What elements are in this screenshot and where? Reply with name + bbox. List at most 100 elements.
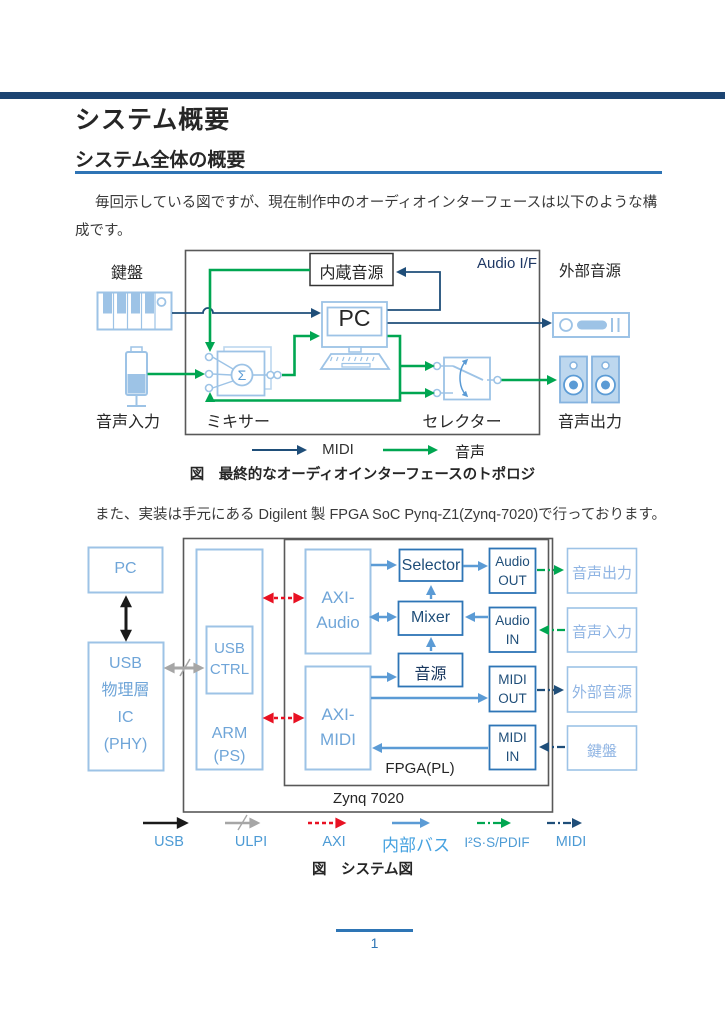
usb-phy-label: USB 物理層 IC (PHY) [88, 650, 163, 758]
audio-in-box [488, 606, 537, 653]
legend-axi-label: AXI [322, 834, 346, 850]
ext-audio-out-box [566, 547, 638, 594]
keyboard-label: 鍵盤 [110, 265, 143, 282]
sound-source-label: 音源 [414, 666, 447, 683]
audio-out-box [488, 547, 537, 594]
mixer-label: ミキサー [205, 414, 270, 431]
arm-line2: (PS) [213, 748, 246, 765]
ulpi-arrow [163, 658, 205, 677]
usb-ctrl-line1: USB [214, 640, 245, 657]
zynq-label: Zynq 7020 [333, 790, 404, 807]
midi-out-line2: OUT [498, 691, 527, 706]
usb-ctrl-box [205, 625, 254, 695]
legend-ulpi-label: ULPI [234, 834, 268, 850]
audio-in-line1: Audio [495, 613, 530, 628]
legend-midi-label: MIDI [322, 441, 354, 458]
section-heading: システム全体の概要 [75, 150, 246, 171]
axi-arrows [262, 592, 305, 724]
midi-in-line2: IN [505, 749, 520, 764]
legend-midi2-label: MIDI [555, 834, 587, 850]
mixer2-box [397, 600, 464, 636]
usb-phy-line1: USB [109, 655, 142, 672]
midi-out-line1: MIDI [498, 672, 527, 687]
ext-source-label: 外部音源 [571, 684, 632, 701]
usb-phy-line3: IC [117, 709, 134, 726]
selector-label: セレクター [422, 414, 502, 431]
paragraph1-line2: 成です。 [75, 223, 132, 239]
usb-phy-line4: (PHY) [103, 736, 148, 753]
diagram2-caption: 図 システム図 [311, 862, 414, 878]
speakers-icon [559, 355, 620, 404]
diagram1-caption: 図 最終的なオーディオインターフェースのトポロジ [189, 467, 536, 483]
midi-in-line1: MIDI [498, 730, 527, 745]
fpga-label: FPGA(PL) [385, 760, 455, 777]
axi-audio-line2: Audio [316, 613, 360, 632]
i2s-spdif-arrows [537, 565, 565, 635]
arm-line1: ARM [211, 725, 248, 742]
audio-lines [147, 268, 557, 402]
sigma-glyph: Σ [238, 367, 247, 383]
header-bar [0, 92, 725, 99]
mixer2-label: Mixer [410, 609, 451, 626]
internal-source-label: 内蔵音源 [319, 265, 384, 282]
arm-label: ARM (PS) [196, 722, 263, 768]
sound-module-icon [552, 312, 630, 338]
legend-audio-label: 音声 [454, 444, 485, 461]
midi-lines [172, 267, 552, 328]
axi-audio-box [304, 548, 372, 655]
usb-phy-line2: 物理層 [101, 682, 150, 699]
heading-rule [75, 171, 662, 174]
legend-i2s-spdif-label: I²S·S/PDIF [464, 835, 530, 850]
axi-midi-box [304, 665, 372, 771]
pc-icon [319, 301, 391, 370]
ext-audio-out-label: 音声出力 [571, 565, 632, 582]
sound-source-box [397, 652, 464, 688]
diagram2-external-boxes [566, 547, 638, 771]
ext-audio-in-label: 音声入力 [571, 624, 632, 641]
axi-midi-label: AXI- MIDI [305, 702, 371, 752]
selector2-box [398, 548, 464, 582]
audio-out-line1: Audio [495, 554, 530, 569]
mixer-icon: Σ [204, 346, 282, 397]
usb-phy-box [87, 641, 165, 772]
ext-source-box [566, 666, 638, 713]
pc2-box [87, 546, 164, 594]
ext-keyboard-box [566, 725, 638, 771]
legend-internal-bus-label: 内部バス [382, 836, 450, 855]
page-title: システム概要 [75, 106, 231, 134]
paragraph1-line1: 毎回示している図ですが、現在制作中のオーディオインターフェースは以下のような構 [95, 195, 658, 211]
ext-keyboard-label: 鍵盤 [586, 743, 617, 760]
internal-source-box [309, 252, 394, 287]
audio-in-label: Audio IN [489, 611, 536, 649]
paragraph2: また、実装は手元にある Digilent 製 FPGA SoC Pynq-Z1(… [95, 507, 667, 523]
audio-out-line2: OUT [498, 573, 527, 588]
selector2-label: Selector [401, 557, 461, 574]
ext-audio-in-box [566, 607, 638, 653]
audio-in-line2: IN [505, 632, 520, 647]
external-source-label: 外部音源 [558, 263, 621, 280]
axi-midi-line1: AXI- [321, 705, 355, 724]
audio-if-label: Audio I/F [476, 255, 537, 272]
diagram2-steel-boxes [397, 547, 537, 771]
midi-in-label: MIDI IN [489, 728, 536, 766]
diagram2-light-boxes [87, 546, 372, 772]
pc-label: PC [338, 305, 371, 331]
midi-out-box [488, 665, 537, 713]
legend-usb-label: USB [154, 834, 184, 850]
pc2-label: PC [114, 560, 137, 577]
selector-icon [432, 356, 502, 401]
usb-ctrl-label: USB CTRL [206, 638, 253, 680]
axi-midi-line2: MIDI [320, 730, 356, 749]
audio-output-label: 音声出力 [557, 414, 622, 431]
axi-audio-line1: AXI- [321, 588, 355, 607]
diagram2-legend-arrows [143, 814, 582, 831]
keyboard-icon [96, 291, 173, 331]
axi-audio-label: AXI- Audio [305, 585, 371, 635]
midi-in-box [488, 724, 537, 771]
microphone-icon [125, 346, 148, 407]
midi-dashdot-arrows [537, 685, 565, 752]
page-number: 1 [370, 935, 379, 951]
usb-ctrl-line2: CTRL [209, 661, 250, 678]
